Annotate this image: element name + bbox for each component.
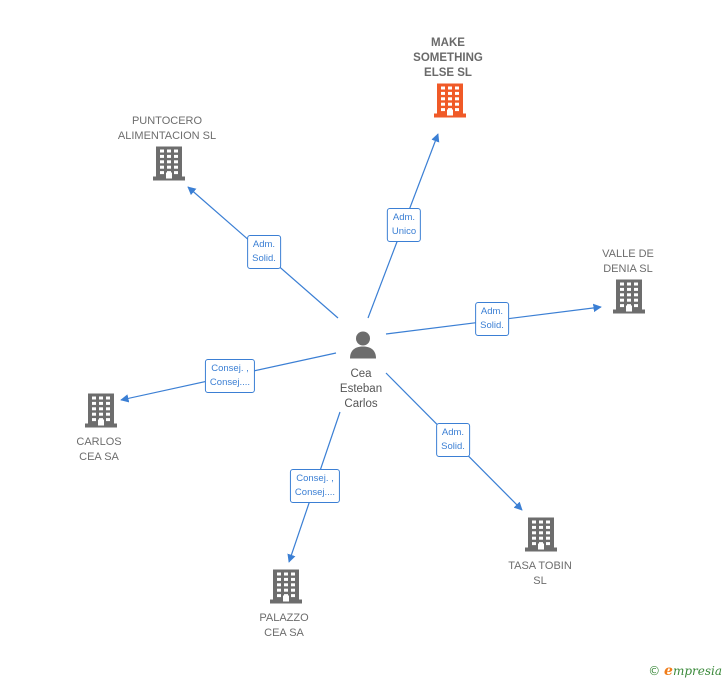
person-label[interactable]: Cea Esteban Carlos <box>339 368 383 410</box>
node-label-carlos[interactable]: CARLOS CEA SA <box>76 436 122 463</box>
building-icon-valle[interactable] <box>613 278 645 319</box>
building-icon-palazzo[interactable] <box>270 568 302 609</box>
node-label-palazzo[interactable]: PALAZZO CEA SA <box>259 612 309 639</box>
edge-label-puntocero[interactable]: Adm. Solid. <box>247 235 281 269</box>
node-label-make[interactable]: MAKE SOMETHING ELSE SL <box>413 37 483 79</box>
building-icon-carlos[interactable] <box>85 392 117 433</box>
building-icon-tasa[interactable] <box>525 516 557 557</box>
edge-label-tasa[interactable]: Adm. Solid. <box>436 423 470 457</box>
edge-label-carlos[interactable]: Consej. , Consej.... <box>204 359 256 393</box>
building-icon-puntocero[interactable] <box>153 145 185 186</box>
copyright-icon: © <box>648 664 661 678</box>
empresia-logo-text: mpresia <box>672 664 722 678</box>
edge-label-valle[interactable]: Adm. Solid. <box>475 302 509 336</box>
empresia-copyright[interactable]: © empresia <box>648 663 722 679</box>
edge-label-palazzo[interactable]: Consej. , Consej.... <box>289 469 341 503</box>
person-icon[interactable] <box>348 330 378 365</box>
edge-label-make[interactable]: Adm. Unico <box>386 208 422 242</box>
node-label-tasa[interactable]: TASA TOBIN SL <box>508 560 572 587</box>
building-icon-make[interactable] <box>434 82 466 123</box>
empresia-logo-e: e <box>664 663 673 679</box>
node-label-puntocero[interactable]: PUNTOCERO ALIMENTACION SL <box>117 115 217 142</box>
node-label-valle[interactable]: VALLE DE DENIA SL <box>602 248 654 275</box>
